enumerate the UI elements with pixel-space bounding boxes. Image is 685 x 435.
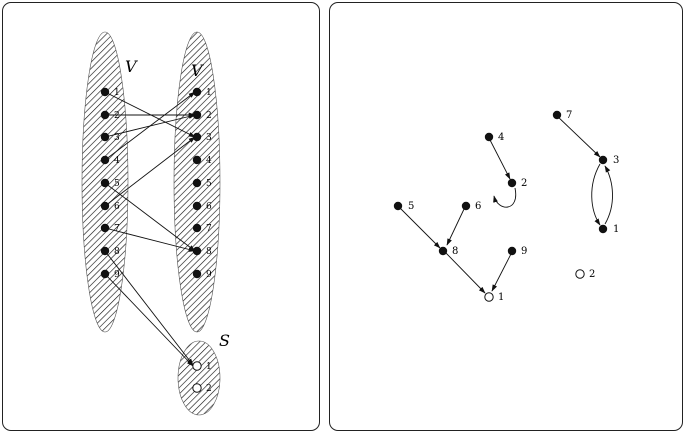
set-s-region <box>177 340 221 416</box>
set-v-prime-label: V <box>191 61 204 80</box>
v-prime-nodes <box>192 87 202 279</box>
v-prime-node-label: 9 <box>206 270 212 280</box>
open-node-label: 2 <box>589 269 595 280</box>
graph-node-7 <box>552 110 562 120</box>
graph-node-5 <box>393 201 403 211</box>
v-node <box>100 110 110 120</box>
graph-node-label: 5 <box>408 201 414 212</box>
v-node-label: 4 <box>114 156 120 166</box>
graph-node-6 <box>461 201 471 211</box>
v-node-label: 9 <box>114 270 120 280</box>
edge-8-open1 <box>444 251 486 294</box>
v-prime-node <box>192 155 202 165</box>
graph-node-label: 8 <box>452 246 458 257</box>
open-node-label: 1 <box>498 292 504 303</box>
edge-5-8 <box>397 205 441 249</box>
v-node <box>100 269 110 279</box>
edge-9-open1 <box>491 251 513 292</box>
v-prime-node-label: 3 <box>206 133 212 143</box>
v-prime-node-label: 2 <box>206 111 212 121</box>
v-node-labels: 1 2 3 4 5 6 7 8 9 <box>114 88 120 280</box>
v-node-label: 2 <box>114 111 120 121</box>
v-node-label: 1 <box>114 88 120 98</box>
s-node-label: 2 <box>206 384 212 394</box>
v-prime-node <box>192 246 202 256</box>
v-prime-node <box>192 87 202 97</box>
edge-7-3 <box>555 114 601 158</box>
graph-node-label: 7 <box>566 110 572 121</box>
v-prime-node-label: 4 <box>206 156 212 166</box>
v-node <box>100 87 110 97</box>
left-panel <box>2 2 320 431</box>
v-prime-node <box>192 269 202 279</box>
edge-v6-vp3 <box>104 136 196 207</box>
graph-node-8 <box>438 246 448 256</box>
edge-2-2-self-loop <box>493 187 517 208</box>
right-filled-nodes <box>393 110 608 256</box>
v-node-label: 7 <box>114 224 120 234</box>
graph-node-label: 4 <box>498 132 504 143</box>
v-prime-node-labels: 1 2 3 4 5 6 7 8 9 <box>206 88 212 280</box>
open-node-2 <box>575 269 585 279</box>
v-node <box>100 201 110 211</box>
set-v-label: V <box>125 57 138 76</box>
right-edges <box>397 114 613 294</box>
graph-node-9 <box>507 246 517 256</box>
left-edges <box>104 91 196 367</box>
graph-node-label: 2 <box>521 178 527 189</box>
v-node-label: 8 <box>114 247 120 257</box>
v-prime-node <box>192 110 202 120</box>
v-node <box>100 246 110 256</box>
v-node <box>100 223 110 233</box>
edge-v7-vp8 <box>104 227 196 252</box>
graph-node-4 <box>484 132 494 142</box>
graph-node-label: 9 <box>521 246 527 257</box>
v-node-label: 5 <box>114 179 120 189</box>
v-prime-node-label: 6 <box>206 202 212 212</box>
v-node <box>100 178 110 188</box>
right-filled-node-labels: 1 2 3 4 5 6 7 8 9 <box>408 110 619 257</box>
right-panel <box>329 2 683 431</box>
edge-v1-vp3 <box>104 91 196 138</box>
graph-node-label: 1 <box>613 224 619 235</box>
set-s-label: S <box>219 331 230 350</box>
v-node <box>100 132 110 142</box>
edge-v4-vp1 <box>104 91 196 161</box>
graph-node-1 <box>598 224 608 234</box>
graph-node-2 <box>507 178 517 188</box>
v-node <box>100 155 110 165</box>
v-node-label: 6 <box>114 202 120 212</box>
v-prime-node <box>192 178 202 188</box>
v-prime-node-label: 8 <box>206 247 212 257</box>
edge-v9-s1 <box>104 273 194 367</box>
s-node <box>192 361 202 371</box>
v-prime-node <box>192 201 202 211</box>
s-node-label: 1 <box>206 362 212 372</box>
edge-6-8 <box>446 206 466 246</box>
v-prime-node-label: 5 <box>206 179 212 189</box>
s-node <box>192 383 202 393</box>
right-open-nodes: 1 2 <box>484 269 595 303</box>
open-node-1 <box>484 292 494 302</box>
v-prime-node <box>192 132 202 142</box>
graph-node-label: 6 <box>475 201 481 212</box>
v-node-label: 3 <box>114 133 120 143</box>
graph-node-label: 3 <box>613 155 619 166</box>
graph-node-3 <box>598 155 608 165</box>
v-prime-node-label: 1 <box>206 88 212 98</box>
edge-3-1 <box>591 163 601 226</box>
v-prime-node-label: 7 <box>206 224 212 234</box>
edge-1-3 <box>604 165 613 225</box>
v-nodes <box>100 87 110 279</box>
edge-4-2 <box>488 137 511 180</box>
v-prime-node <box>192 223 202 233</box>
edge-v8-s1 <box>104 250 194 366</box>
s-nodes: 1 2 <box>192 361 212 394</box>
